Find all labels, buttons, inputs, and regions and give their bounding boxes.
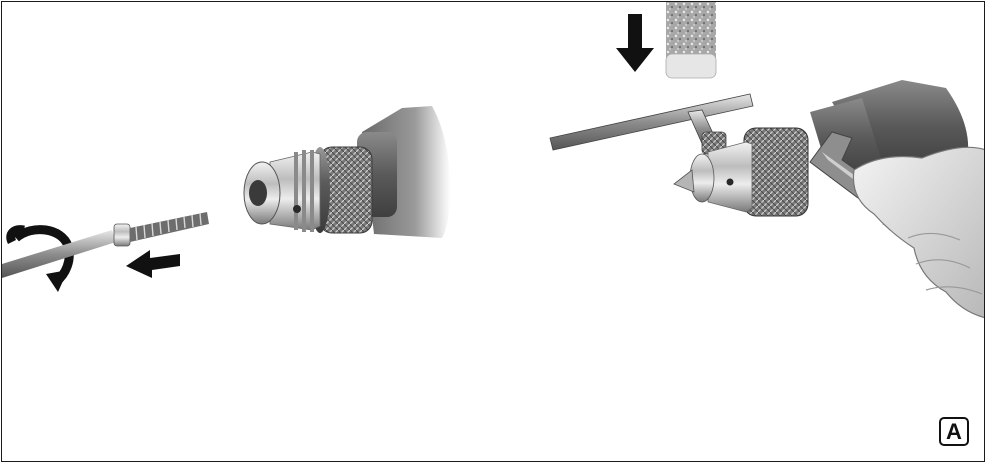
figure-label: A bbox=[939, 417, 969, 446]
chuck-key-holder bbox=[665, 2, 717, 79]
hand bbox=[852, 146, 984, 319]
screwdriver-shaft bbox=[2, 212, 209, 278]
left-arrow-icon bbox=[126, 250, 180, 278]
drill-chuck-left bbox=[243, 146, 373, 234]
down-arrow-icon bbox=[616, 14, 654, 72]
chuck-key bbox=[549, 93, 754, 155]
drill-chuck-right bbox=[673, 127, 809, 217]
